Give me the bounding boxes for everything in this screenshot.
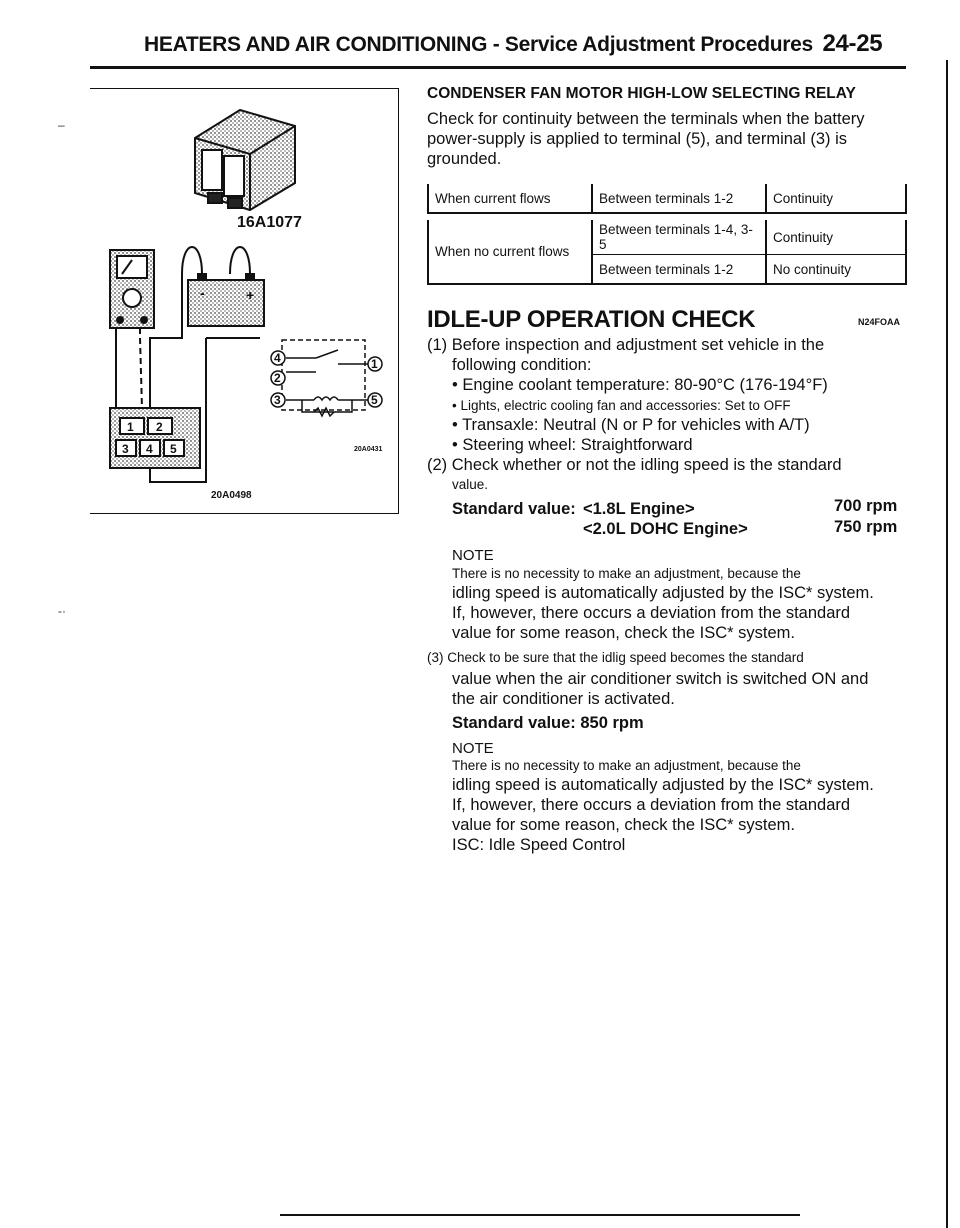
svg-text:+: + [246, 287, 254, 303]
svg-text:-: - [200, 285, 205, 301]
note-line: ISC: Idle Speed Control [452, 836, 626, 854]
note-line: There is no necessity to make an adjustm… [452, 758, 801, 773]
standard-engine: <2.0L DOHC Engine> [583, 520, 748, 538]
note-line: value for some reason, check the ISC* sy… [452, 624, 795, 642]
margin-mark: – [58, 118, 65, 132]
bullet-item: • Lights, electric cooling fan and acces… [452, 398, 791, 413]
standard-engine: <1.8L Engine> [583, 500, 695, 518]
table-cell-condition: When current flows [427, 184, 592, 214]
header-rule [90, 66, 906, 69]
table-cell-terminals: Between terminals 1-2 [591, 184, 766, 214]
table-cell-terminals: Between terminals 1-4, 3-5 [591, 220, 766, 255]
bullet-item: • Engine coolant temperature: 80-90°C (1… [452, 376, 828, 394]
circuit-terminal-4: 4 [274, 351, 281, 365]
note-heading: NOTE [452, 740, 494, 757]
section-code: N24FOAA [858, 317, 901, 327]
figure-label-circuit: 20A0431 [354, 446, 383, 453]
note-line: value for some reason, check the ISC* sy… [452, 816, 795, 834]
page-header: HEATERS AND AIR CONDITIONING - Service A… [144, 30, 883, 58]
note-heading: NOTE [452, 547, 494, 564]
step-1-continued: following condition: [452, 356, 592, 374]
idle-section-title: IDLE-UP OPERATION CHECK [427, 306, 756, 333]
table-cell-result: No continuity [765, 254, 907, 285]
note-line: If, however, there occurs a deviation fr… [452, 796, 851, 814]
relay-illustration [194, 108, 296, 212]
relay-test-figure: - + 1 2 3 4 5 4 [109, 108, 383, 483]
relay-circuit-diagram [281, 339, 370, 418]
bullet-item: • Steering wheel: Straightforward [452, 436, 693, 454]
circuit-tester [109, 249, 155, 329]
margin-mark: -· [58, 604, 66, 618]
step-1: (1) Before inspection and adjustment set… [427, 336, 825, 354]
circuit-terminal-5: 5 [371, 393, 378, 407]
connector-terminal-labels: 1 2 3 4 5 [122, 420, 177, 456]
header-title: HEATERS AND AIR CONDITIONING - Service A… [144, 33, 813, 56]
table-row: When no current flows Between terminals … [427, 220, 907, 285]
circuit-terminal-2: 2 [274, 371, 281, 385]
table-cell-result: Continuity [765, 184, 907, 214]
circuit-terminal-3: 3 [274, 393, 281, 407]
tester-terminal-3: 3 [122, 442, 129, 456]
page-number: 24-25 [822, 30, 883, 57]
circuit-terminal-1: 1 [371, 357, 378, 371]
battery: - + [187, 273, 265, 327]
standard-value-label: Standard value: [452, 500, 576, 518]
circuit-terminal-labels: 4 2 3 1 5 [270, 350, 383, 408]
figure-label-relay: 16A1077 [237, 214, 302, 231]
note-line: If, however, there occurs a deviation fr… [452, 604, 851, 622]
standard-value-idle-up: Standard value: 850 rpm [452, 714, 644, 732]
figure-frame [90, 88, 399, 514]
note-line: There is no necessity to make an adjustm… [452, 566, 801, 581]
standard-rpm: 700 rpm [834, 497, 898, 515]
table-cell-condition: When no current flows [427, 220, 592, 285]
table-cell-result: Continuity [765, 220, 907, 255]
step-2-continued: value. [452, 477, 489, 492]
footer-rule [280, 1214, 800, 1216]
tester-terminal-1: 1 [127, 420, 134, 434]
tester-terminal-5: 5 [170, 442, 177, 456]
bullet-item: • Transaxle: Neutral (N or P for vehicle… [452, 416, 810, 434]
relay-section-title: CONDENSER FAN MOTOR HIGH-LOW SELECTING R… [427, 85, 856, 102]
figure-label-test: 20A0498 [211, 490, 252, 501]
step-2: (2) Check whether or not the idling spee… [427, 456, 842, 474]
standard-rpm: 750 rpm [834, 518, 898, 536]
note-line: idling speed is automatically adjusted b… [452, 776, 874, 794]
note-line: idling speed is automatically adjusted b… [452, 584, 874, 602]
relay-section-intro: Check for continuity between the termina… [427, 110, 865, 168]
tester-terminal-4: 4 [146, 442, 153, 456]
step-3-line: the air conditioner is activated. [452, 690, 675, 708]
table-cell-terminals: Between terminals 1-2 [591, 254, 766, 285]
test-leads [115, 246, 260, 483]
step-3: (3) Check to be sure that the idlig spee… [427, 650, 804, 665]
right-margin-rule [946, 60, 948, 1228]
step-3-line: value when the air conditioner switch is… [452, 670, 869, 688]
continuity-table: When current flows Between terminals 1-2… [427, 184, 907, 285]
tester-terminal-2: 2 [156, 420, 163, 434]
table-row: When current flows Between terminals 1-2… [427, 184, 907, 214]
relay-connector [109, 407, 201, 469]
table-row: Between terminals 1-2 No continuity [428, 254, 907, 285]
